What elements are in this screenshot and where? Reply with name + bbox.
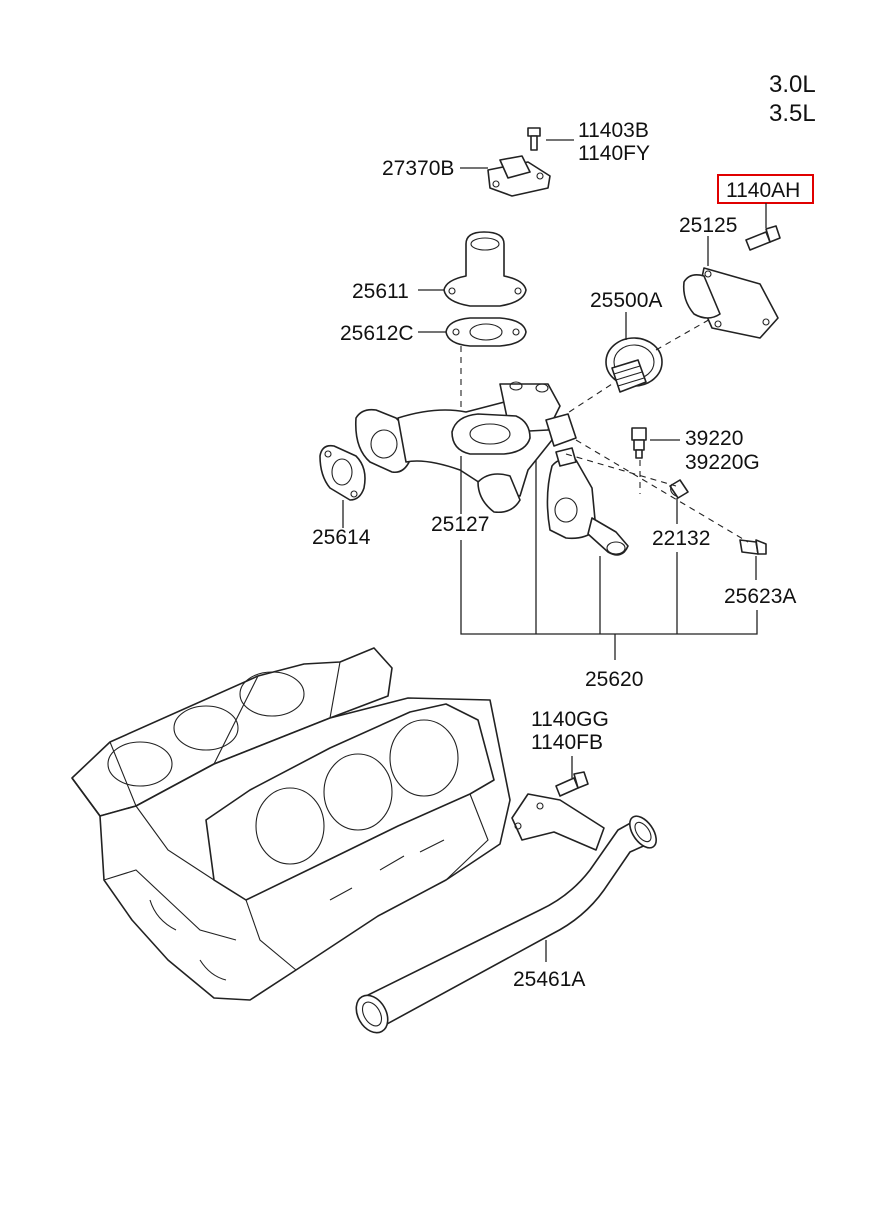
label-25612C[interactable]: 25612C bbox=[340, 322, 414, 345]
label-25127[interactable]: 25127 bbox=[431, 513, 489, 536]
label-27370B[interactable]: 27370B bbox=[382, 157, 454, 180]
engine-block-illustration bbox=[71, 647, 511, 1001]
part-25623A-plug[interactable] bbox=[739, 539, 767, 555]
label-25461A[interactable]: 25461A bbox=[513, 968, 585, 991]
label-1140FB[interactable]: 1140FB bbox=[531, 731, 603, 754]
part-25125-housing[interactable] bbox=[682, 267, 779, 339]
part-39220-temp-sensor[interactable] bbox=[631, 427, 647, 459]
part-25611-fitting[interactable] bbox=[443, 231, 527, 307]
part-25127-water-inlet[interactable] bbox=[354, 381, 577, 514]
part-25500A-thermostat[interactable] bbox=[605, 337, 663, 393]
label-25125[interactable]: 25125 bbox=[679, 214, 737, 237]
label-1140FY[interactable]: 1140FY bbox=[578, 142, 650, 165]
label-1140GG[interactable]: 1140GG bbox=[531, 708, 609, 731]
part-25461A-water-pipe[interactable] bbox=[350, 793, 662, 1038]
label-25611[interactable]: 25611 bbox=[352, 280, 409, 303]
label-25500A[interactable]: 25500A bbox=[590, 289, 662, 312]
label-25620[interactable]: 25620 bbox=[585, 668, 643, 691]
part-1140GG-bolt[interactable] bbox=[555, 771, 589, 797]
label-11403B[interactable]: 11403B bbox=[578, 119, 649, 142]
label-39220[interactable]: 39220 bbox=[685, 427, 743, 450]
label-39220G[interactable]: 39220G bbox=[685, 451, 760, 474]
part-11403B-bolt[interactable] bbox=[527, 127, 541, 151]
part-25614-gasket[interactable] bbox=[319, 444, 366, 501]
part-1140AH-bolt[interactable] bbox=[745, 225, 781, 251]
part-27370B-sensor[interactable] bbox=[487, 155, 551, 197]
engine-variant-3-5: 3.5L bbox=[769, 100, 816, 127]
label-25623A[interactable]: 25623A bbox=[724, 585, 796, 608]
label-22132[interactable]: 22132 bbox=[652, 527, 710, 550]
part-25620-lower-flange-pipe[interactable] bbox=[546, 447, 629, 556]
engine-variant-3-0: 3.0L bbox=[769, 71, 816, 98]
label-1140AH[interactable]: 1140AH bbox=[726, 179, 800, 202]
label-25614[interactable]: 25614 bbox=[312, 526, 371, 549]
part-22132-clip[interactable] bbox=[669, 479, 689, 499]
part-25612C-gasket[interactable] bbox=[445, 317, 527, 347]
